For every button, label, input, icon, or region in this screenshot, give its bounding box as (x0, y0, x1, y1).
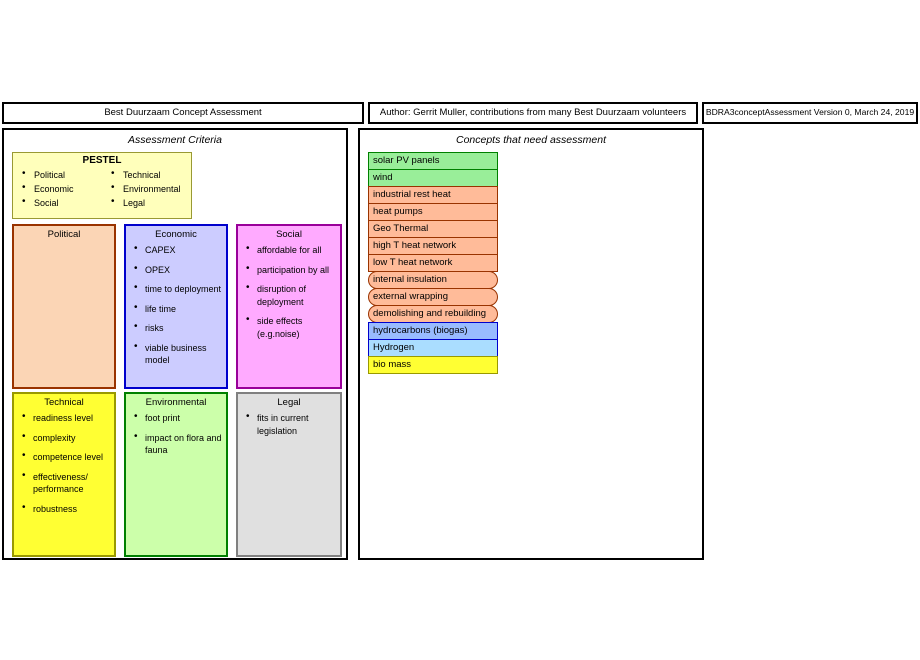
concept-item[interactable]: bio mass (368, 356, 498, 374)
criteria-item: life time (132, 302, 222, 316)
criteria-box-social: Social affordable for all participation by… (236, 224, 342, 389)
criteria-item-list: readiness level complexity competence leve… (14, 411, 114, 516)
criteria-item: risks (132, 321, 222, 335)
criteria-box-political: Political (12, 224, 116, 389)
criteria-item-list: foot print impact on flora and fauna (126, 411, 226, 457)
criteria-item-list: fits in current legislation (238, 411, 340, 437)
concept-item[interactable]: Hydrogen (368, 339, 498, 357)
concept-item[interactable]: hydrocarbons (biogas) (368, 322, 498, 340)
criteria-box-title: Technical (44, 397, 84, 408)
criteria-box-technical: Technical readiness level complexity compet… (12, 392, 116, 557)
criteria-item: robustness (20, 502, 110, 516)
concept-item[interactable]: Geo Thermal (368, 220, 498, 238)
assessment-criteria-panel: Assessment Criteria PESTEL Political Eco… (2, 128, 348, 560)
criteria-box-title: Social (276, 229, 302, 240)
criteria-item-list: affordable for all participation by all di… (238, 243, 340, 340)
concept-item[interactable]: low T heat network (368, 254, 498, 272)
criteria-item-list: CAPEX OPEX time to deployment life time risk… (126, 243, 226, 367)
criteria-item: fits in current legislation (244, 411, 336, 437)
criteria-item: disruption of deployment (244, 282, 336, 308)
criteria-item: impact on flora and fauna (132, 431, 222, 457)
pestel-item-economic: Economic (21, 181, 102, 196)
criteria-item: OPEX (132, 263, 222, 277)
pestel-column-right: Technical Environmental Legal (102, 167, 191, 210)
criteria-box-environmental: Environmental foot print impact on flora a… (124, 392, 228, 557)
criteria-item: side effects (e.g.noise) (244, 314, 336, 340)
concept-item[interactable]: demolishing and rebuilding (368, 305, 498, 323)
criteria-item: foot print (132, 411, 222, 425)
pestel-legend-box: PESTEL Political Economic Social Technic… (12, 152, 192, 219)
concept-item[interactable]: industrial rest heat (368, 186, 498, 204)
header-bar: Best Duurzaam Concept Assessment Author:… (2, 102, 918, 124)
criteria-item: time to deployment (132, 282, 222, 296)
criteria-item: participation by all (244, 263, 336, 277)
document-author-box: Author: Gerrit Muller, contributions fro… (368, 102, 698, 124)
concepts-panel: Concepts that need assessment solar PV p… (358, 128, 704, 560)
criteria-item: affordable for all (244, 243, 336, 257)
criteria-item: competence level (20, 450, 110, 464)
concept-item[interactable]: high T heat network (368, 237, 498, 255)
concept-item[interactable]: external wrapping (368, 288, 498, 306)
concepts-panel-title: Concepts that need assessment (455, 134, 606, 146)
criteria-item: effectiveness/ performance (20, 470, 110, 496)
pestel-item-legal: Legal (110, 195, 191, 210)
criteria-box-title: Environmental (145, 397, 207, 408)
pestel-heading: PESTEL (82, 155, 122, 166)
concept-item[interactable]: heat pumps (368, 203, 498, 221)
criteria-item: viable business model (132, 341, 222, 367)
pestel-item-environmental: Environmental (110, 181, 191, 196)
criteria-box-legal: Legal fits in current legislation (236, 392, 342, 557)
criteria-box-title: Legal (277, 397, 301, 408)
document-title-box: Best Duurzaam Concept Assessment (2, 102, 364, 124)
pestel-item-social: Social (21, 195, 102, 210)
criteria-item: CAPEX (132, 243, 222, 257)
criteria-box-title: Economic (155, 229, 197, 240)
concept-item[interactable]: solar PV panels (368, 152, 498, 170)
criteria-box-economic: EconomicCAPEX OPEX time to deployment life … (124, 224, 228, 389)
pestel-item-technical: Technical (110, 167, 191, 182)
document-version-box: BDRA3conceptAssessment Version 0, March … (702, 102, 918, 124)
pestel-column-left: Political Economic Social (13, 167, 102, 210)
concept-item[interactable]: internal insulation (368, 271, 498, 289)
criteria-box-title: Political (47, 229, 81, 240)
pestel-item-political: Political (21, 167, 102, 182)
concept-item[interactable]: wind (368, 169, 498, 187)
criteria-item: readiness level (20, 411, 110, 425)
assessment-criteria-title: Assessment Criteria (128, 134, 222, 146)
criteria-item: complexity (20, 431, 110, 445)
